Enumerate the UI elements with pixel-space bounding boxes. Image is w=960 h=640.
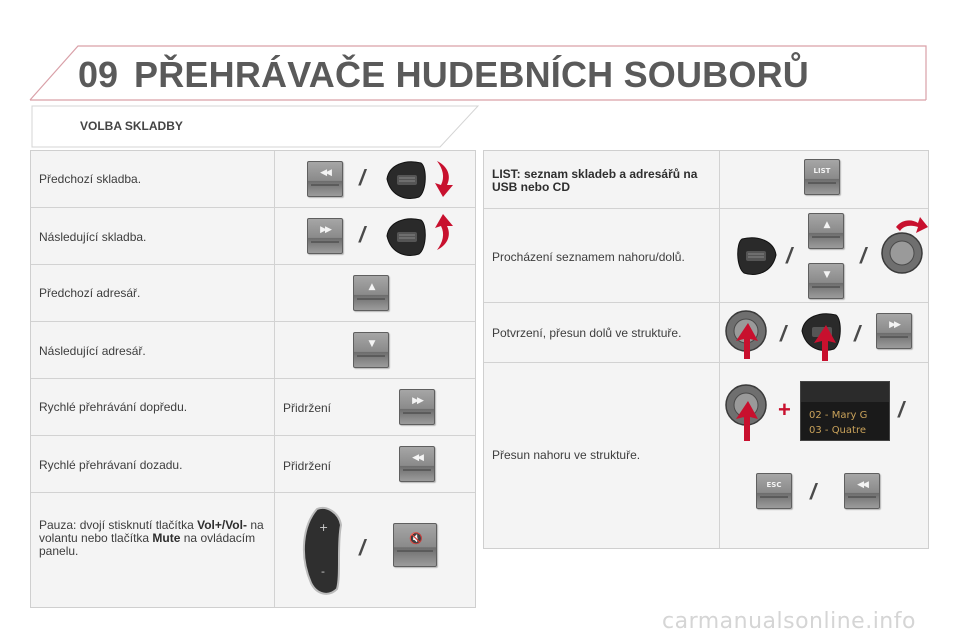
rotary-knob-icon [725, 310, 767, 359]
section-frame [31, 105, 480, 148]
row-description: Rychlé přehrávaní dozadu. [39, 458, 183, 472]
arrow-up-curved-icon [435, 214, 453, 250]
pause-description: Pauza: dvojí stisknutí tlačítka Vol+/Vol… [39, 518, 264, 558]
table-row: Přesun nahoru ve struktuře. + 02 - Mary … [484, 363, 928, 548]
up-button: ▲ [808, 213, 844, 249]
steering-control-icon [386, 218, 426, 256]
row-description: Následující adresář. [39, 344, 146, 358]
table-row: Předchozí adresář. ▲ [31, 265, 475, 322]
row-description: Předchozí skladba. [39, 172, 142, 186]
display-line: 02 - Mary G [809, 410, 868, 421]
previous-track-button: ◀◀ [844, 473, 880, 509]
separator: / [854, 321, 861, 346]
header-frame [29, 45, 927, 101]
row-description: Předchozí adresář. [39, 286, 141, 300]
rotary-knob-icon [725, 384, 767, 441]
separator: / [898, 397, 905, 422]
rewind-button: ◀◀ [399, 446, 435, 482]
page-title: PŘEHRÁVAČE HUDEBNÍCH SOUBORŮ [134, 54, 809, 95]
watermark: carmanualsonline.info [662, 609, 916, 634]
table-row: Potvrzení, přesun dolů ve struktuře. / /… [484, 303, 928, 363]
volume-stalk-icon: + - [302, 507, 343, 595]
fast-forward-button: ▶▶ [399, 389, 435, 425]
table-row: Pauza: dvojí stisknutí tlačítka Vol+/Vol… [31, 493, 475, 607]
section-title: VOLBA SKLADBY [80, 119, 183, 133]
row-description: Procházení seznamem nahoru/dolů. [492, 250, 685, 264]
row-description: Rychlé přehrávání dopředu. [39, 400, 188, 414]
rotary-knob-icon [881, 217, 928, 274]
left-table: Předchozí skladba. ◀◀ / Následující skla… [30, 150, 476, 608]
separator: / [810, 479, 817, 504]
svg-text:-: - [321, 565, 325, 578]
table-row: Předchozí skladba. ◀◀ / [31, 151, 475, 208]
row-description: Potvrzení, přesun dolů ve struktuře. [492, 326, 682, 340]
right-table: LIST: seznam skladeb a adresářů na USB n… [483, 150, 929, 549]
esc-button: ESC [756, 473, 792, 509]
table-row: Procházení seznamem nahoru/dolů. / ▲ ▼ / [484, 209, 928, 303]
svg-text:+: + [319, 521, 328, 534]
separator: / [860, 243, 867, 268]
next-track-button: ▶▶ [307, 218, 343, 254]
table-row: Rychlé přehrávání dopředu. Přidržení ▶▶ [31, 379, 475, 436]
down-button: ▼ [353, 332, 389, 368]
arrow-down-curved-icon [435, 161, 453, 197]
separator: / [359, 535, 366, 560]
separator: / [786, 243, 793, 268]
table-row: Následující adresář. ▼ [31, 322, 475, 379]
steering-control-icon [737, 237, 777, 275]
hold-label: Přidržení [283, 401, 332, 415]
steering-control-icon [801, 313, 841, 361]
separator: / [359, 165, 366, 190]
list-button: LIST [804, 159, 840, 195]
table-row: LIST: seznam skladeb a adresářů na USB n… [484, 151, 928, 209]
hold-label: Přidržení [283, 459, 332, 473]
display-line: 03 - Quatre [809, 425, 866, 436]
row-description: Přesun nahoru ve struktuře. [492, 448, 641, 462]
separator: / [780, 321, 787, 346]
display-screen: 02 - Mary G 03 - Quatre [800, 381, 890, 441]
row-description: LIST: seznam skladeb a adresářů na USB n… [492, 167, 698, 194]
separator: / [359, 222, 366, 247]
plus-sign: + [778, 397, 791, 422]
down-button: ▼ [808, 263, 844, 299]
table-row: Rychlé přehrávaní dozadu. Přidržení ◀◀ [31, 436, 475, 493]
row-description: Následující skladba. [39, 230, 147, 244]
previous-track-button: ◀◀ [307, 161, 343, 197]
table-row: Následující skladba. ▶▶ / [31, 208, 475, 265]
steering-control-icon [386, 161, 426, 199]
mute-button: 🔇 [393, 523, 437, 567]
next-track-button: ▶▶ [876, 313, 912, 349]
chapter-number: 09 [78, 54, 119, 95]
up-button: ▲ [353, 275, 389, 311]
